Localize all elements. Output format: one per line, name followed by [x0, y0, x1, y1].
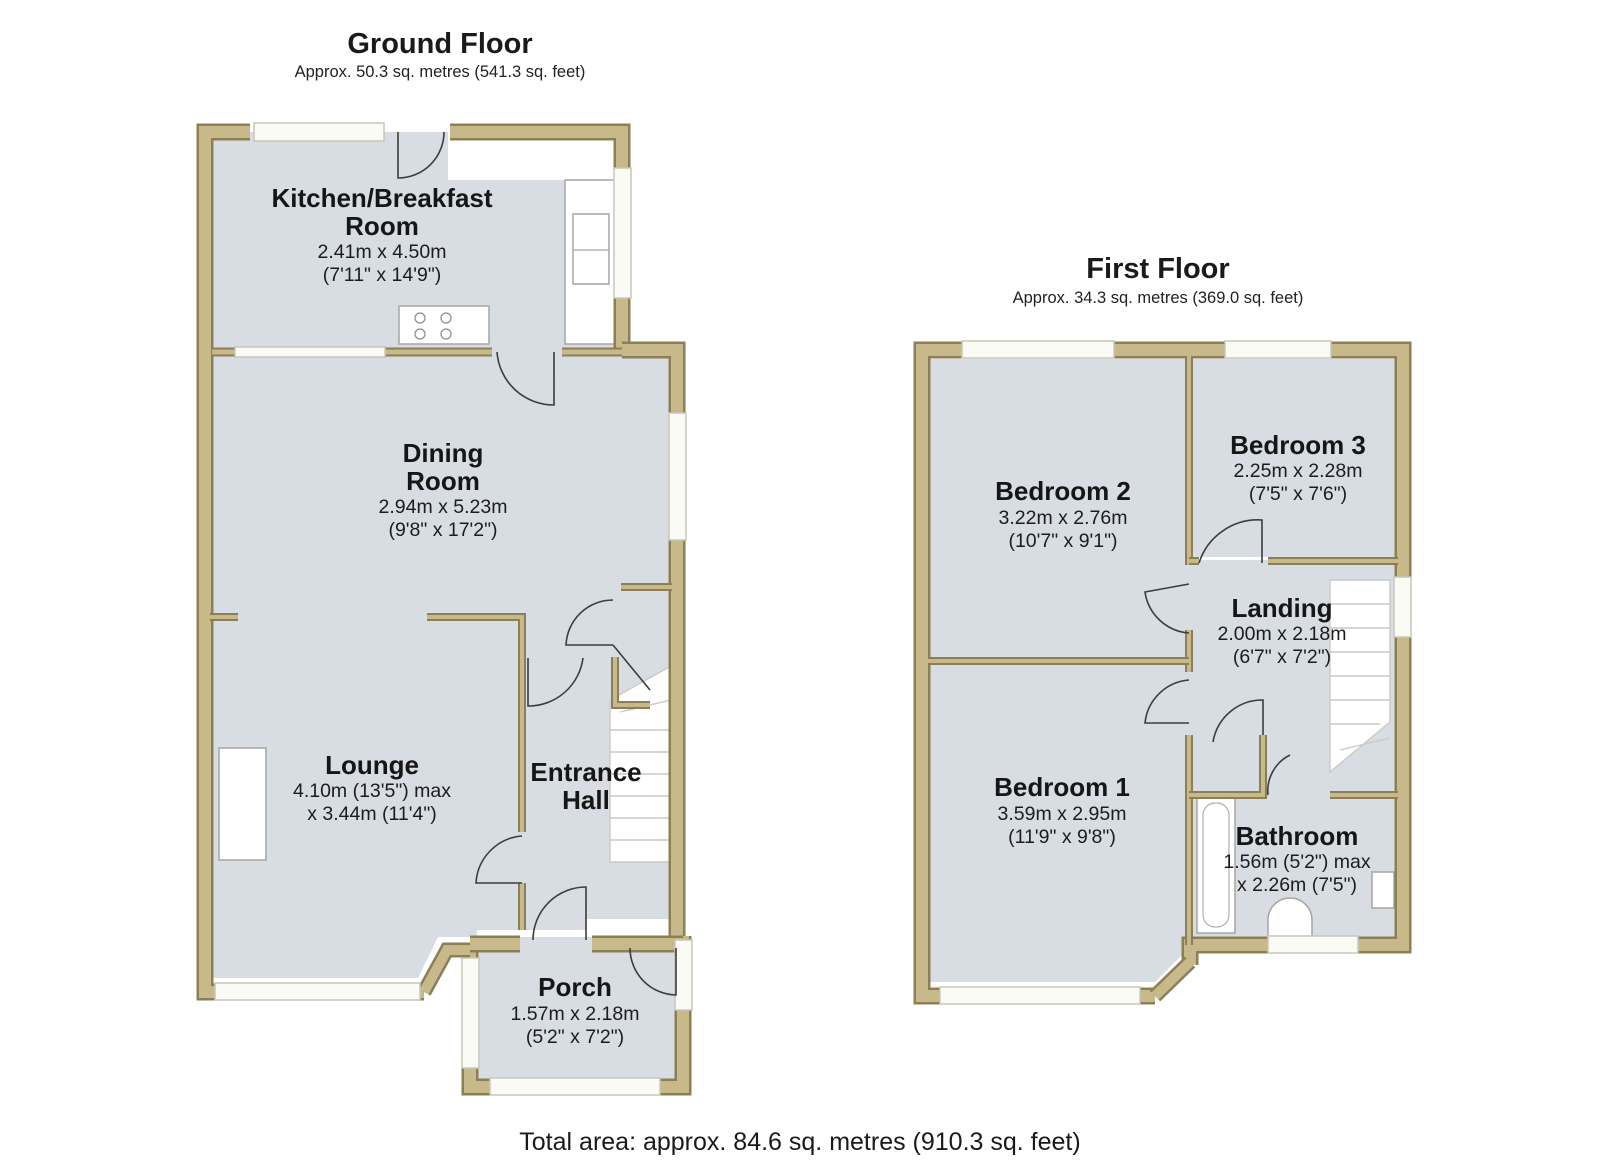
kitchen-dining-door-icon [496, 351, 555, 406]
bedroom3-door-icon [1198, 519, 1263, 564]
dining-window [668, 412, 687, 541]
dining-window-left [234, 346, 386, 358]
first-floor-area: Approx. 34.3 sq. metres (369.0 sq. feet) [1013, 289, 1304, 307]
dining-hall-door-icon [527, 657, 584, 707]
ground-floor-windows [214, 122, 693, 1096]
lounge-dim-line1: 4.10m (13'5") max [293, 780, 451, 802]
sink-icon [572, 213, 610, 285]
bedroom1-name: Bedroom 1 [994, 772, 1130, 802]
bedroom2-name: Bedroom 2 [995, 476, 1131, 506]
bedroom2-door-icon [1144, 583, 1190, 634]
kitchen-dim-imperial: (7'11" x 14'9") [323, 264, 442, 286]
bedroom1-window [939, 986, 1141, 1005]
bedroom3-window [1224, 340, 1332, 359]
first-floor-walls [913, 341, 1412, 1005]
ground-floor-rooms [207, 132, 676, 1080]
total-area: Total area: approx. 84.6 sq. metres (910… [519, 1128, 1080, 1156]
cupboard-door-2-icon [612, 644, 651, 691]
bedroom1-dim-imperial: (11'9" x 9'8") [1008, 826, 1116, 848]
bedroom1-door-icon [1144, 679, 1190, 724]
landing-dim-imperial: (6'7" x 7'2") [1233, 646, 1331, 668]
fireplace-icon [218, 747, 267, 861]
hall-porch-door-icon [532, 886, 587, 941]
bathroom-dim-line1: 1.56m (5'2") max [1223, 851, 1370, 873]
ground-floor-doors [397, 131, 677, 996]
porch-floor [477, 937, 676, 1080]
dining-name-line2: Room [406, 466, 480, 496]
landing-door-icon [1266, 754, 1291, 796]
bedroom2-dim-imperial: (10'7" x 9'1") [1008, 530, 1117, 552]
kitchen-fittings [398, 179, 620, 345]
bathroom-fittings [1196, 796, 1395, 938]
landing-name: Landing [1231, 593, 1332, 623]
porch-name: Porch [538, 972, 612, 1002]
bedroom2-floor [930, 359, 1185, 657]
bathroom-dim-line2: x 2.26m (7'5") [1237, 874, 1357, 896]
first-floor-plan: First Floor Approx. 34.3 sq. metres (369… [913, 253, 1412, 1005]
ground-floor-area: Approx. 50.3 sq. metres (541.3 sq. feet) [295, 63, 586, 81]
basin-icon [1371, 871, 1395, 909]
ground-floor-plan: Ground Floor Approx. 50.3 sq. metres (54… [196, 28, 693, 1096]
bedroom2-dim-metric: 3.22m x 2.76m [999, 507, 1128, 529]
kitchen-back-door-icon [397, 131, 445, 179]
toilet-icon [1267, 897, 1313, 938]
porch-side-window [461, 957, 480, 1069]
porch-door-window [674, 939, 693, 1011]
bathroom-window [1267, 935, 1359, 954]
bedroom3-dim-imperial: (7'5" x 7'6") [1249, 483, 1347, 505]
lounge-dim-line2: x 3.44m (11'4") [307, 803, 437, 825]
bathroom-name: Bathroom [1236, 821, 1359, 851]
bedroom2-window [961, 340, 1115, 359]
entrance-hall-name-line1: Entrance [530, 757, 641, 787]
bathroom-door-icon [1212, 699, 1264, 743]
first-floor-labels: First Floor Approx. 34.3 sq. metres (369… [994, 253, 1371, 896]
kitchen-name-line2: Room [345, 211, 419, 241]
first-floor-windows [939, 340, 1412, 1005]
bathroom-floor [1190, 790, 1395, 937]
lounge-hall-door-icon [475, 835, 523, 884]
bedroom3-dim-metric: 2.25m x 2.28m [1234, 460, 1363, 482]
landing-dim-metric: 2.00m x 2.18m [1218, 623, 1347, 645]
first-floor-title: First Floor [1086, 253, 1229, 285]
kitchen-side-window [613, 167, 632, 299]
bedroom3-floor [1192, 359, 1395, 557]
porch-dim-imperial: (5'2" x 7'2") [526, 1026, 624, 1048]
bedroom1-dim-metric: 3.59m x 2.95m [998, 803, 1127, 825]
hob-icon [398, 305, 490, 345]
dining-lounge-floor [207, 344, 670, 978]
kitchen-name-line1: Kitchen/Breakfast [271, 183, 492, 213]
dining-dim-metric: 2.94m x 5.23m [379, 496, 508, 518]
ground-floor-labels: Ground Floor Approx. 50.3 sq. metres (54… [271, 28, 641, 1048]
kitchen-window [253, 122, 385, 142]
bedroom1-floor [930, 664, 1190, 982]
lounge-bay-window [214, 982, 421, 1001]
cupboard-door-icon [565, 599, 614, 646]
lounge-name: Lounge [325, 750, 419, 780]
porch-front-door-icon [629, 947, 677, 996]
first-floor-stairs [1329, 579, 1391, 774]
first-floor-rooms [930, 359, 1395, 982]
landing-window [1393, 576, 1412, 638]
ground-floor-stairs [609, 664, 672, 863]
dining-name-line1: Dining [403, 438, 484, 468]
porch-dim-metric: 1.57m x 2.18m [511, 1003, 640, 1025]
first-floor-doors [1144, 519, 1291, 796]
bedroom3-name: Bedroom 3 [1230, 430, 1366, 460]
kitchen-floor [207, 132, 565, 344]
dining-dim-imperial: (9'8" x 17'2") [388, 519, 497, 541]
ground-floor-title: Ground Floor [347, 28, 532, 60]
porch-front-window [489, 1077, 661, 1096]
entrance-hall-name-line2: Hall [562, 785, 610, 815]
kitchen-dim-metric: 2.41m x 4.50m [318, 241, 447, 263]
